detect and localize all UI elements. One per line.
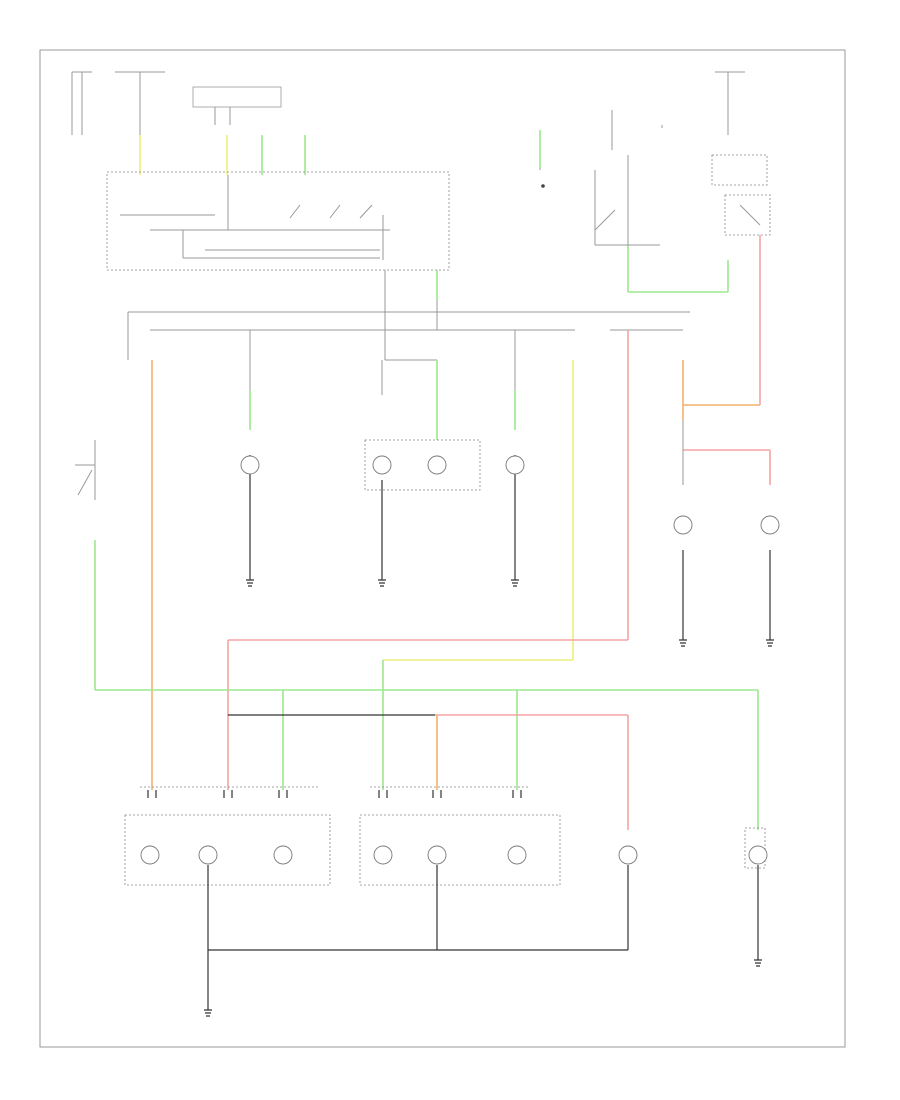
ground-symbols — [204, 579, 774, 1017]
power-feeds — [71, 71, 768, 188]
top-green-feeds — [139, 130, 729, 293]
diagram-border — [39, 49, 846, 1048]
combination-switch — [106, 171, 450, 271]
high-mount-stop-lamp — [744, 827, 768, 960]
combination-meter — [364, 439, 481, 491]
ground-bus — [228, 714, 629, 830]
distribution-bus — [127, 270, 690, 361]
license-lamp — [618, 845, 638, 950]
front-turn-lamp-right — [505, 455, 525, 475]
connector-stubs — [147, 790, 522, 798]
front-turn-lamp-left — [240, 455, 260, 475]
rear-combination-lamp-left — [124, 786, 331, 1010]
lamp-feeders — [151, 330, 771, 790]
hazard-switch — [594, 155, 660, 246]
side-turn-lamp-left — [673, 515, 693, 535]
turn-signal-relay — [682, 194, 771, 420]
side-turn-lamp-right — [760, 515, 780, 535]
rear-combination-lamp-right — [359, 786, 561, 950]
left-green-circuit — [94, 440, 759, 830]
turn-signal-indicator — [75, 464, 95, 496]
